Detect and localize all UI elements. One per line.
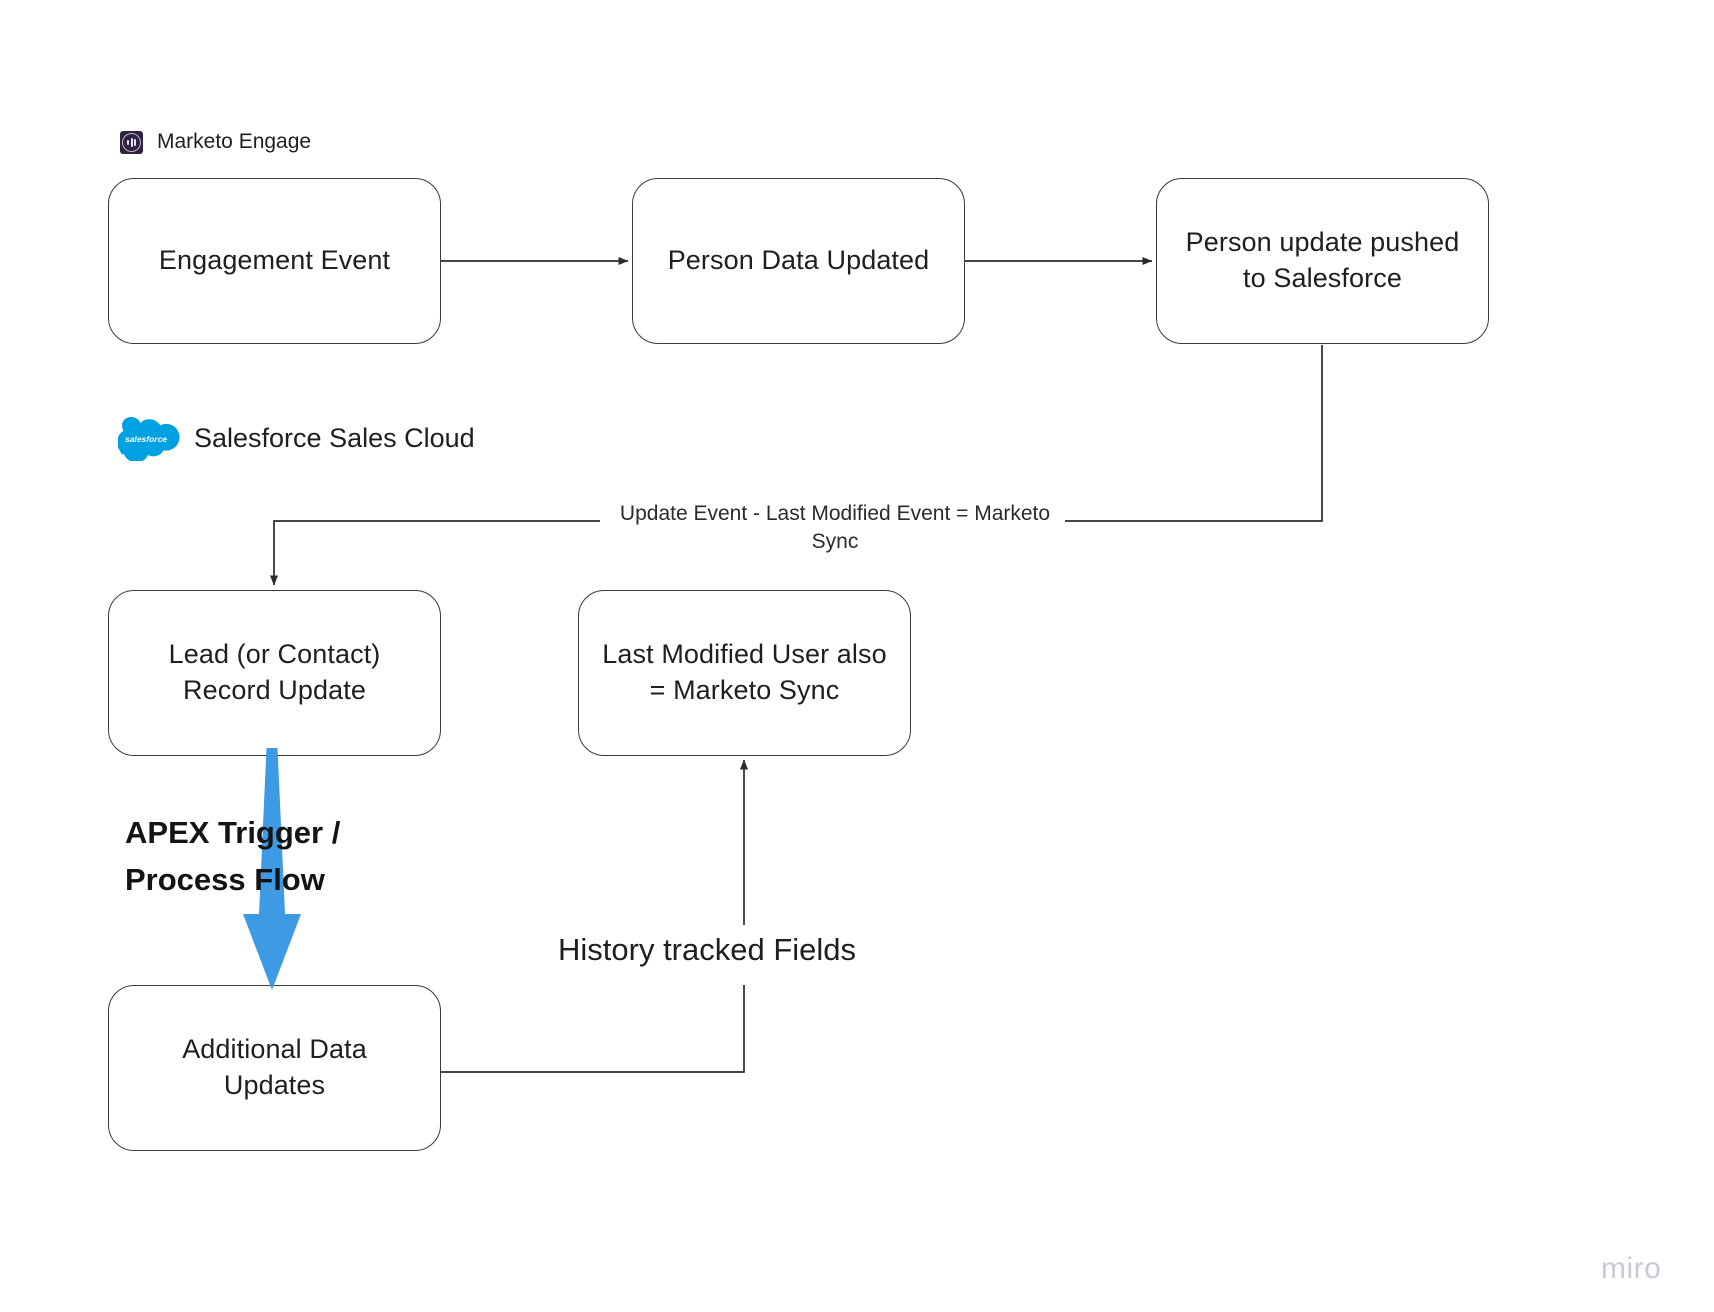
- node-person-update-pushed[interactable]: Person update pushed to Salesforce: [1156, 178, 1489, 344]
- lane-title-salesforce: Salesforce Sales Cloud: [194, 422, 475, 453]
- node-person-data-updated[interactable]: Person Data Updated: [632, 178, 965, 344]
- lane-header-marketo: Marketo Engage: [120, 130, 311, 154]
- edge-label-update-event: Update Event - Last Modified Event = Mar…: [605, 500, 1065, 556]
- node-label: Last Modified User also = Marketo Sync: [602, 639, 887, 705]
- apex-trigger-blue-arrow: [243, 748, 301, 990]
- node-label: Lead (or Contact) Record Update: [168, 639, 381, 705]
- node-label: Person update pushed to Salesforce: [1185, 227, 1460, 293]
- annotation-apex-trigger: APEX Trigger / Process Flow: [125, 815, 341, 897]
- salesforce-cloud-icon: salesforce: [118, 417, 180, 461]
- node-label: Engagement Event: [158, 245, 391, 276]
- miro-watermark: miro: [1601, 1252, 1662, 1285]
- lane-title-marketo: Marketo Engage: [157, 130, 312, 153]
- node-engagement-event[interactable]: Engagement Event: [108, 178, 441, 344]
- node-label: Additional Data Updates: [182, 1034, 367, 1100]
- lane-header-salesforce: salesforce Salesforce Sales Cloud: [118, 415, 475, 461]
- node-additional-data-updates[interactable]: Additional Data Updates: [108, 985, 441, 1151]
- node-last-modified-user[interactable]: Last Modified User also = Marketo Sync: [578, 590, 911, 756]
- svg-text:salesforce: salesforce: [125, 434, 167, 444]
- node-label: Person Data Updated: [667, 245, 930, 276]
- annotation-history-tracked-fields: History tracked Fields: [552, 930, 863, 971]
- edge-additional-to-lastmodified: [441, 759, 748, 1073]
- marketo-logo-icon: [120, 130, 143, 154]
- node-lead-record-update[interactable]: Lead (or Contact) Record Update: [108, 590, 441, 756]
